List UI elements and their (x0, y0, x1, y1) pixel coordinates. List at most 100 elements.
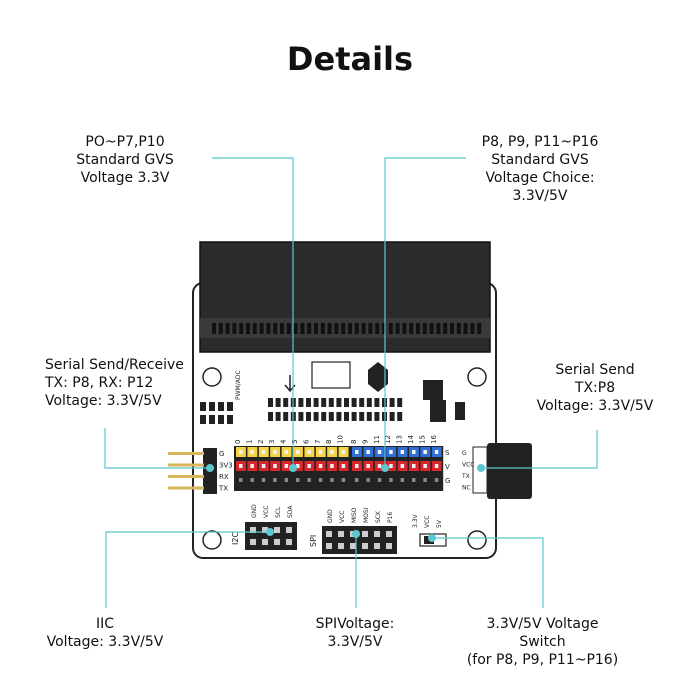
pin-hole (355, 450, 359, 454)
header-pin-gold (168, 452, 204, 455)
edge-tooth (477, 323, 482, 334)
callout-line: TX: P8, RX: P12 (45, 375, 154, 391)
leader-endpoints (206, 464, 485, 542)
smd-resistor (328, 412, 334, 421)
sensor-chip (311, 361, 351, 389)
leader-lines (104, 157, 598, 608)
smd-resistor (351, 398, 357, 407)
edge-tooth (450, 323, 454, 334)
edge-tooth (409, 323, 414, 334)
edge-tooth (388, 323, 393, 334)
pin-hole (261, 450, 266, 454)
pin-hole (400, 478, 405, 482)
pin-hole (389, 464, 393, 468)
right-header-label: TX (461, 473, 470, 480)
spi-label: SPI (309, 535, 318, 547)
header-pin-gold (168, 486, 204, 490)
right-header-label: NC (462, 485, 471, 492)
callout-line: 3.3V/5V (512, 188, 568, 204)
capacitor (455, 402, 465, 420)
callout-line: Voltage 3.3V (80, 170, 170, 186)
row-label: V (445, 463, 450, 471)
edge-tooth (382, 323, 386, 334)
edge-tooth (266, 323, 271, 334)
edge-tooth (225, 323, 230, 334)
edge-connector-teeth (212, 323, 482, 334)
i2c-pin-label: SDA (287, 505, 294, 518)
edge-tooth (470, 323, 475, 334)
right-header-label: G (462, 450, 467, 457)
pin-hole (377, 478, 382, 482)
pin-hole (296, 478, 300, 482)
pin-hole (350, 543, 356, 549)
leader-dot (428, 534, 436, 542)
leader-dot (266, 528, 274, 536)
mount-hole (202, 367, 222, 387)
pin-hole (366, 478, 370, 482)
smd-resistor (397, 412, 403, 421)
pin-number-label: 5 (291, 440, 299, 444)
smd-resistor (336, 398, 342, 407)
smd-resistor (321, 412, 327, 421)
smd-resistor (374, 412, 380, 421)
edge-tooth (443, 323, 448, 334)
pwm-adc-label: PWM/ADC (235, 370, 242, 400)
pin-number-label: 16 (430, 435, 438, 444)
row-labels: SVG (445, 449, 450, 485)
edge-tooth (212, 323, 216, 334)
pin-hole (273, 478, 277, 482)
pin-hole (286, 527, 292, 533)
smd-resistor (306, 398, 311, 407)
callout-line: IIC (95, 616, 115, 632)
ic-chip (423, 380, 443, 400)
smd-resistor (328, 398, 334, 407)
leader-dot (289, 464, 297, 472)
switch-label: 3.3V (412, 513, 419, 528)
leader-dot (477, 464, 485, 472)
smd-resistor (374, 398, 380, 407)
callout-bottom-center: SPIVoltage: 3.3V/5V (290, 615, 420, 651)
callout-line: SPIVoltage: (315, 616, 395, 632)
pin-hole (239, 478, 243, 482)
pin-hole (366, 450, 370, 454)
pin-number-label: 8 (350, 440, 358, 444)
callout-line: Serial Send (555, 362, 635, 378)
page-title: Details (286, 40, 414, 78)
callout-line: 3.3V/5V (327, 634, 383, 650)
smd-resistor (306, 412, 311, 421)
smd-resistor (321, 398, 327, 407)
edge-tooth (320, 323, 325, 334)
row-label: S (445, 449, 450, 457)
edge-tooth (293, 323, 298, 334)
leader-top-left (212, 157, 294, 466)
i2c-pins (250, 527, 292, 545)
pin-number-label: 12 (384, 435, 392, 444)
leader-dot (206, 464, 214, 472)
pin-hole (318, 464, 323, 468)
smd-resistor (389, 398, 395, 407)
pin-hole (250, 450, 254, 454)
pin-hole (423, 478, 427, 482)
i2c-label: I2C (231, 532, 240, 545)
spi-pin-label: SCK (375, 510, 382, 523)
pin-hole (326, 531, 332, 537)
pin-hole (330, 478, 334, 482)
pin-hole (434, 450, 439, 454)
pin-number-label: 9 (361, 440, 369, 444)
pin-hole (239, 464, 243, 468)
left-header-pins (168, 452, 204, 490)
spi-pin-label: P16 (387, 512, 394, 523)
pin-hole (377, 464, 382, 468)
smd-resistor (298, 412, 304, 421)
right-serial-connector (487, 443, 532, 499)
leader-mid-right (481, 430, 598, 469)
pin-number-label: 10 (337, 435, 345, 444)
smd-resistor (218, 402, 224, 411)
pin-number-label: 4 (280, 439, 288, 444)
smd-resistor (298, 398, 304, 407)
callout-bottom-left: IIC Voltage: 3.3V/5V (30, 615, 180, 651)
callout-line: Voltage Choice: (485, 170, 595, 186)
edge-tooth (273, 323, 278, 334)
